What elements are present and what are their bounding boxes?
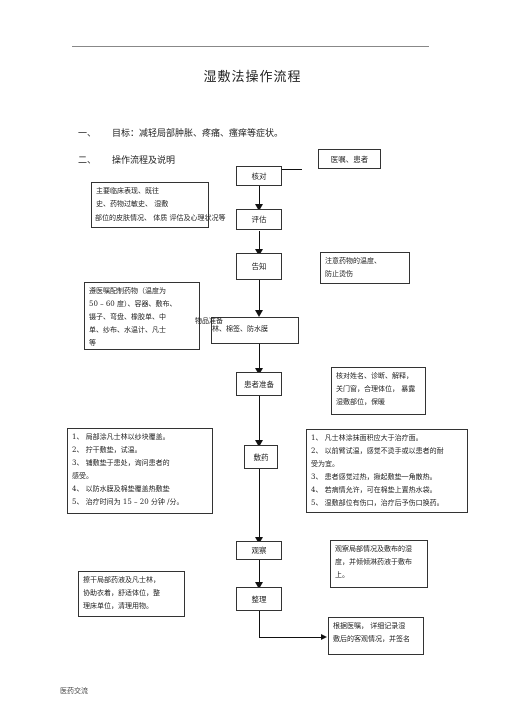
note-observe-line-3: 上。 — [335, 571, 349, 579]
note-observe-line-2: 度，并倾倾淋药液于敷布 — [335, 558, 412, 566]
arrow-observe-tidy-head — [255, 582, 263, 589]
note-tidy: 擦干局部药液及凡士林， 协助衣着，舒适体位，整 理床单位，清理用物。 — [78, 571, 185, 617]
note-patient-line-1: 核对姓名、诊断、解释， — [336, 372, 413, 380]
section-2-number: 二、 — [78, 156, 97, 166]
arrow-prepare-patient-line — [259, 344, 260, 368]
note-tidy-line-2: 协助衣着，舒适体位，整 — [83, 589, 160, 597]
connector-verify-orders — [280, 169, 302, 170]
note-patient-line-2: 关门窗，合理体位， 暴露 — [336, 385, 416, 393]
arrow-observe-tidy-line — [259, 560, 260, 582]
note-apply-left-line-3: 3、 铺敷垫于患处，询问患者的 — [72, 459, 170, 467]
note-assess: 主要临床表现、既往 史、药物过敏史、 湿敷 — [91, 182, 209, 228]
note-tidy-line-1: 擦干局部药液及凡士林， — [83, 576, 160, 584]
note-prepare-line-1: 遵医嘱配制药物（温度为 — [89, 287, 166, 295]
note-apply-right-line-6: 5、 湿敷部位有伤口，治疗后予伤口换药。 — [311, 499, 444, 507]
note-apply-right-line-2: 2、 以前臂试温，感觉不烫手或以患者的耐 — [311, 447, 444, 455]
note-prepare-line-5: 等 — [89, 339, 96, 347]
arrow-verify-assess-line — [259, 186, 260, 206]
arrow-tidy-record-head — [321, 634, 327, 640]
step-verify: 核对 — [236, 166, 282, 186]
note-prepare-line-4: 单、纱布、水温计、凡士 — [89, 326, 166, 334]
step-tidy: 整理 — [236, 587, 282, 611]
arrow-tidy-record-hline — [259, 637, 323, 638]
note-prepare: 遵医嘱配制药物（温度为 50 – 60 度）、容器、敷布、 镊子、弯盘、橡胶单、… — [84, 282, 200, 350]
note-prepare-tail: 林、棉签、防水膜 — [212, 325, 268, 333]
step-observe: 观察 — [236, 541, 282, 560]
note-apply-left-line-6: 5、 治疗时间为 15 – 20 分钟 /分。 — [72, 498, 184, 506]
section-1-number: 一、 — [78, 129, 97, 139]
step-assess: 评估 — [236, 209, 282, 230]
section-2-text: 操作流程及说明 — [112, 156, 176, 166]
note-inform-line-1: 注意药物的温度、 — [325, 257, 381, 265]
step-inform: 告知 — [236, 253, 282, 280]
note-prepare-line-2: 50 – 60 度）、容器、敷布、 — [89, 300, 177, 308]
arrow-inform-prepare-line — [259, 280, 260, 310]
note-record-line-2: 敷后的客观情况，并签名 — [333, 635, 410, 643]
step-prepare-label: 物品准备 — [195, 317, 223, 325]
arrow-patient-apply-line — [259, 396, 260, 440]
note-apply-right-line-1: 1、 凡士林涂抹面积应大于治疗面。 — [311, 434, 423, 442]
note-inform: 注意药物的温度、 防止烫伤 — [320, 252, 410, 284]
note-observe-line-1: 观察局部情况及敷布的湿 — [335, 545, 412, 553]
note-apply-left-line-2: 2、 拧干敷垫，试温。 — [72, 446, 142, 454]
page-title: 湿敷法操作流程 — [203, 70, 302, 85]
arrow-assess-inform-head — [255, 249, 263, 256]
arrow-patient-apply-head — [255, 440, 263, 447]
note-apply-right-line-5: 4、 若病情允许，可在棉垫上置热水袋。 — [311, 486, 437, 494]
arrow-apply-observe-head — [255, 537, 263, 544]
note-apply-right-line-3: 受为宜。 — [311, 460, 339, 468]
arrow-verify-assess-head — [255, 204, 263, 211]
note-assess-line-2: 史、药物过敏史、 湿敷 — [96, 200, 169, 208]
note-patient: 核对姓名、诊断、解释， 关门窗，合理体位， 暴露 湿敷部位，保暖 — [331, 367, 426, 415]
note-apply-left-line-1: 1、 局部涂凡士林以纱块覆盖。 — [72, 433, 170, 441]
note-apply-right-line-4: 3、 患者感觉过热，揪起敷垫一角散热。 — [311, 473, 437, 481]
note-prepare-line-3: 镊子、弯盘、橡胶单、中 — [89, 313, 166, 321]
note-observe: 观察局部情况及敷布的湿 度，并倾倾淋药液于敷布 上。 — [330, 540, 428, 588]
note-assess-line-1: 主要临床表现、既往 — [96, 187, 159, 195]
note-inform-line-2: 防止烫伤 — [325, 270, 353, 278]
note-apply-left-line-5: 4、 以防水膜及棉垫覆盖热敷垫 — [72, 485, 170, 493]
note-apply-left: 1、 局部涂凡士林以纱块覆盖。 2、 拧干敷垫，试温。 3、 铺敷垫于患处，询问… — [67, 428, 213, 514]
note-apply-right: 1、 凡士林涂抹面积应大于治疗面。 2、 以前臂试温，感觉不烫手或以患者的耐 受… — [306, 429, 468, 513]
note-orders: 医嘱、患者 — [318, 149, 381, 169]
note-tidy-line-3: 理床单位，清理用物。 — [83, 602, 153, 610]
step-apply: 敷药 — [244, 445, 278, 469]
footer-text: 医药交流 — [60, 687, 88, 695]
step-patient: 患者准备 — [236, 372, 282, 396]
note-apply-left-line-4: 感受。 — [72, 472, 93, 480]
note-record: 根据医嘱， 详细记录湿 敷后的客观情况，并签名 — [328, 617, 424, 655]
header-rule — [72, 46, 429, 47]
step-prepare — [211, 317, 299, 344]
arrow-tidy-record-line — [259, 611, 260, 637]
arrow-prepare-patient-head — [255, 368, 263, 375]
arrow-apply-observe-line — [259, 469, 260, 537]
section-1-text: 目标：减轻局部肿胀、疼痛、瘙痒等症状。 — [112, 129, 284, 139]
note-assess-line-3: 部位的皮肤情况、 体质 评估及心理状况等 — [95, 214, 226, 222]
arrow-assess-inform-line — [259, 231, 260, 251]
arrow-inform-prepare-head — [255, 310, 263, 317]
note-patient-line-3: 湿敷部位，保暖 — [336, 398, 385, 406]
note-record-line-1: 根据医嘱， 详细记录湿 — [333, 622, 406, 630]
